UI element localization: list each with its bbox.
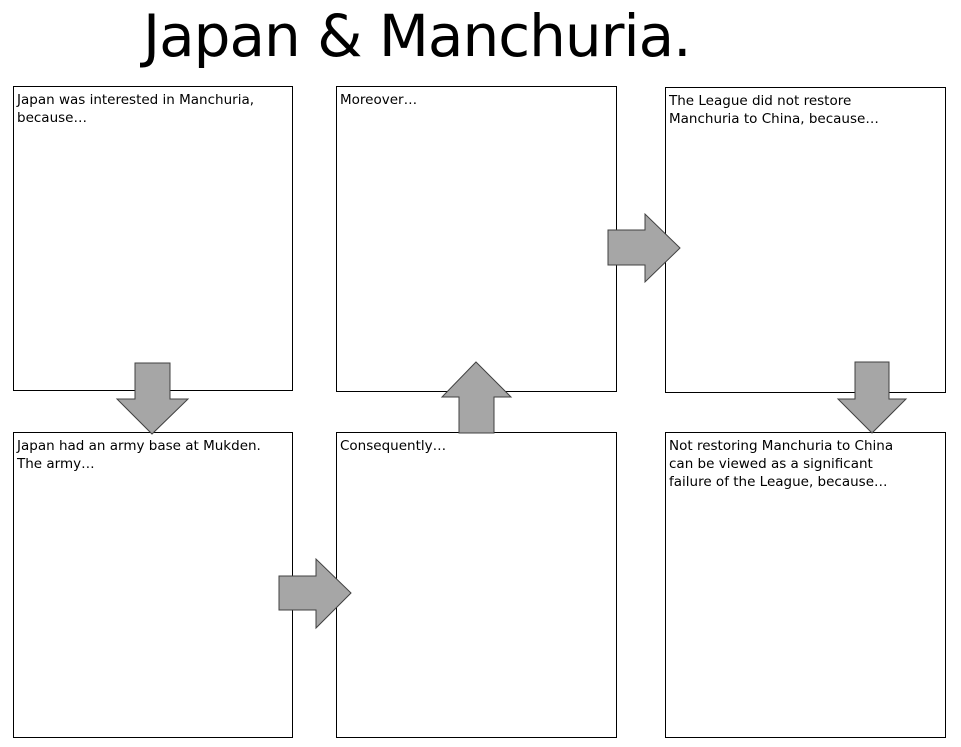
box-significant-failure[interactable]: Not restoring Manchuria to China can be … bbox=[665, 432, 946, 738]
box-army-base[interactable]: Japan had an army base at Mukden. The ar… bbox=[13, 432, 293, 738]
arrow-right-icon bbox=[607, 212, 681, 284]
box-prompt: Moreover… bbox=[340, 92, 418, 108]
arrow-right-icon bbox=[278, 557, 352, 630]
arrow-up-icon bbox=[440, 361, 513, 434]
box-consequently[interactable]: Consequently… bbox=[336, 432, 617, 738]
page-title: Japan & Manchuria. bbox=[143, 2, 692, 70]
arrow-down-icon bbox=[836, 361, 908, 434]
box-prompt: Japan had an army base at Mukden. The ar… bbox=[17, 438, 261, 472]
box-why-interested[interactable]: Japan was interested in Manchuria, becau… bbox=[13, 86, 293, 391]
box-prompt: Japan was interested in Manchuria, becau… bbox=[17, 92, 255, 126]
box-league-not-restore[interactable]: The League did not restore Manchuria to … bbox=[665, 87, 946, 393]
box-moreover[interactable]: Moreover… bbox=[336, 86, 617, 392]
box-prompt: Not restoring Manchuria to China can be … bbox=[669, 438, 894, 490]
box-prompt: The League did not restore Manchuria to … bbox=[669, 93, 879, 127]
box-prompt: Consequently… bbox=[340, 438, 447, 454]
arrow-down-icon bbox=[115, 362, 190, 435]
